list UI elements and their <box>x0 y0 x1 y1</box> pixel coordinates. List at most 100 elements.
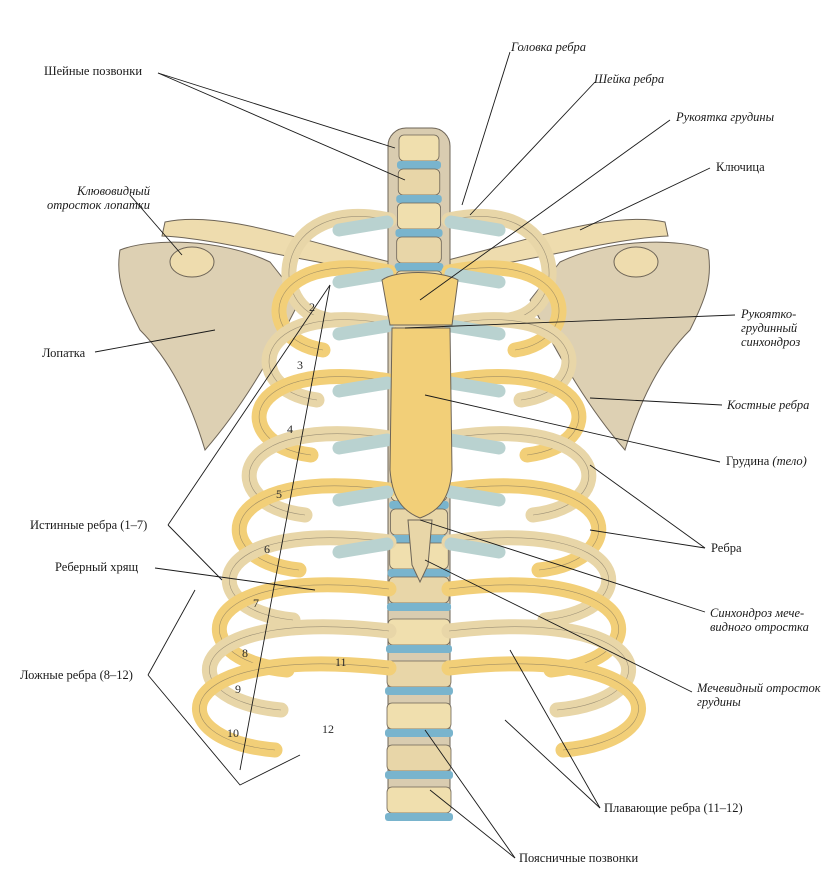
label-rib-head: Головка ребра <box>511 40 587 54</box>
rib-outline <box>448 626 629 711</box>
label-xiphoid: Мечевидный отросток грудины <box>697 681 821 709</box>
label-msj-line2: грудинный <box>741 321 798 335</box>
costal-cartilage-shape <box>444 319 506 341</box>
leader-floating-2 <box>504 719 601 809</box>
leader-lumbar-1 <box>424 729 516 859</box>
costal-cartilage-shape <box>332 485 394 507</box>
manubrium-shape <box>381 272 459 326</box>
rib-number-11: 11 <box>335 655 347 669</box>
leader-cervical-2 <box>157 72 406 181</box>
label-clavicle: Ключица <box>716 160 765 174</box>
leader-rib-head <box>461 51 511 206</box>
leader-false-ribs-1 <box>147 589 196 676</box>
leader-ribs-2 <box>589 529 706 549</box>
rib-outline <box>199 663 390 751</box>
leader-ribline <box>239 284 331 771</box>
costal-cartilage-shape <box>332 433 394 455</box>
label-lumbar-vertebrae: Поясничные позвонки <box>519 851 639 865</box>
label-manubrium: Рукоятка грудины <box>676 110 775 124</box>
rib-number-4: 4 <box>287 422 293 436</box>
label-xiphoid-line1: Мечевидный отросток <box>697 681 821 695</box>
label-msj-line1: Рукоятко- <box>741 307 797 321</box>
rib-number-5: 5 <box>276 487 282 501</box>
label-false-ribs: Ложные ребра (8–12) <box>20 668 133 682</box>
intervertebral-disc <box>396 195 442 203</box>
leader-floating-1 <box>509 649 601 809</box>
costal-cartilage-shape <box>332 376 394 398</box>
costal-cartilage-shape <box>332 319 394 341</box>
costal-cartilage-shape <box>332 267 394 289</box>
label-coracoid-line1: Клювовидный <box>77 184 150 198</box>
intervertebral-disc <box>386 603 452 611</box>
rib-number-8: 8 <box>242 646 248 660</box>
costal-cartilage-shape <box>444 267 506 289</box>
label-coracoid-line2: отросток лопатки <box>46 198 150 212</box>
right-acromion-shape <box>613 246 659 278</box>
right-scapula-shape <box>529 241 710 452</box>
costal-cartilage-shape <box>332 215 394 237</box>
leader-scapula <box>94 329 216 353</box>
intervertebral-disc <box>385 729 453 737</box>
label-scapula: Лопатка <box>42 346 86 360</box>
rib-outline <box>448 663 639 751</box>
sternum-body-shape <box>389 327 453 519</box>
rib-number-6: 6 <box>264 542 270 556</box>
intervertebral-disc <box>397 161 441 169</box>
rib-number-12: 12 <box>322 722 334 736</box>
label-sternum-paren: (тело) <box>772 454 807 468</box>
label-coracoid: Клювовидный отросток лопатки <box>42 184 150 212</box>
label-sternum-main: Грудина <box>726 454 773 468</box>
leader-true-ribs-1 <box>167 284 331 526</box>
leader-sternum <box>424 394 721 463</box>
leader-manubrium <box>419 119 671 301</box>
intervertebral-disc <box>395 229 443 237</box>
ribs-group <box>192 209 646 758</box>
label-costal-cartilage: Реберный хрящ <box>55 560 139 574</box>
label-xiphoid-synch: Синхондроз мече- видного отростка <box>710 606 809 634</box>
leader-rib-neck <box>469 81 596 216</box>
costal-cartilage-shape <box>444 433 506 455</box>
leader-cervical-1 <box>157 72 396 149</box>
leader-xiphoid <box>424 559 693 693</box>
label-floating-ribs: Плавающие ребра (11–12) <box>604 801 743 815</box>
label-msj: Рукоятко- грудинный синхондроз <box>741 307 800 349</box>
rib-number-3: 3 <box>297 358 303 372</box>
label-xiphoid-line2: грудины <box>697 695 741 709</box>
intervertebral-disc <box>386 645 452 653</box>
intervertebral-disc <box>385 687 453 695</box>
rib-number-9: 9 <box>235 682 241 696</box>
intervertebral-disc <box>385 813 453 821</box>
leader-xiphoid-synch <box>419 519 706 613</box>
leader-costal-cartilage <box>154 567 316 591</box>
label-cervical-vertebrae: Шейные позвонки <box>44 64 143 78</box>
label-true-ribs: Истинные ребра (1–7) <box>30 518 148 532</box>
label-ribs: Ребра <box>711 541 742 555</box>
leader-coracoid <box>129 194 183 256</box>
label-xiphoid-synch-line2: видного отростка <box>710 620 809 634</box>
xiphoid-process-shape <box>407 519 433 584</box>
rib-number-7: 7 <box>253 596 259 610</box>
leader-clavicle <box>579 167 711 231</box>
label-sternum: Грудина (тело) <box>726 454 807 468</box>
rib-number-2: 2 <box>309 300 315 314</box>
costal-cartilage-shape <box>332 537 394 559</box>
leader-false-ribs-2 <box>147 674 301 786</box>
intervertebral-disc <box>385 771 453 779</box>
rib-outline <box>448 584 619 671</box>
costal-cartilage-shape <box>444 537 506 559</box>
label-rib-neck: Шейка ребра <box>594 72 665 86</box>
costal-cartilage-shape <box>444 215 506 237</box>
rib-outline <box>209 626 390 711</box>
rib-outline <box>219 584 390 671</box>
intervertebral-disc <box>394 263 444 271</box>
label-msj-line3: синхондроз <box>741 335 801 349</box>
label-xiphoid-synch-line1: Синхондроз мече- <box>710 606 805 620</box>
costal-cartilage-shape <box>444 485 506 507</box>
leader-bony-ribs <box>589 397 723 406</box>
left-scapula-shape <box>118 241 301 452</box>
costal-cartilage-shape <box>444 376 506 398</box>
label-bony-ribs: Костные ребра <box>727 398 810 412</box>
rib-number-10: 10 <box>227 726 239 740</box>
leader-msj <box>404 314 736 329</box>
